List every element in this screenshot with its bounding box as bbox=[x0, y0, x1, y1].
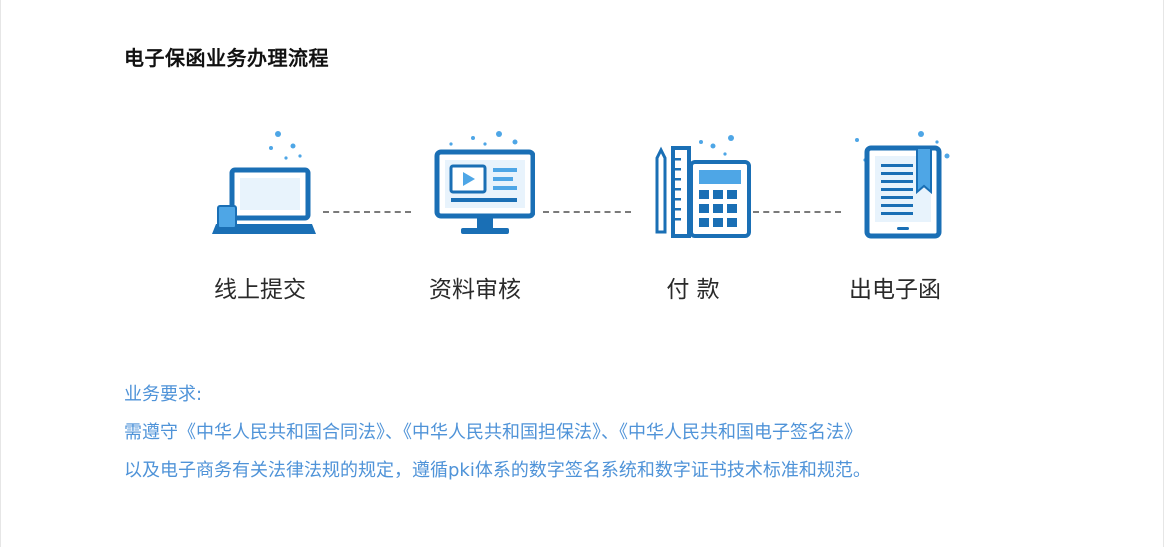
page-title: 电子保函业务办理流程 bbox=[124, 46, 329, 70]
calculator-ruler-icon bbox=[655, 135, 751, 238]
laptop-icon bbox=[212, 131, 316, 234]
step-connector bbox=[543, 211, 631, 213]
step-label: 付 款 bbox=[666, 277, 720, 303]
step-payment: 付 款 bbox=[623, 128, 763, 304]
document-tablet-icon bbox=[855, 131, 950, 239]
step-connector bbox=[753, 211, 841, 213]
requirements-line: 以及电子商务有关法律法规的规定，遵循pki体系的数字签名系统和数字证书技术标准和… bbox=[124, 460, 871, 481]
step-label: 线上提交 bbox=[214, 277, 306, 303]
step-online-submit: 线上提交 bbox=[190, 128, 330, 304]
step-label: 出电子函 bbox=[849, 277, 941, 303]
step-connector bbox=[323, 211, 411, 213]
step-document-review: 资料审核 bbox=[405, 128, 545, 304]
step-label: 资料审核 bbox=[429, 277, 521, 303]
step-issue-letter: 出电子函 bbox=[825, 128, 965, 304]
requirements-title: 业务要求: bbox=[124, 384, 203, 405]
requirements-line: 需遵守《中华人民共和国合同法》、《中华人民共和国担保法》、《中华人民共和国电子签… bbox=[124, 422, 862, 443]
monitor-video-icon bbox=[434, 131, 535, 234]
